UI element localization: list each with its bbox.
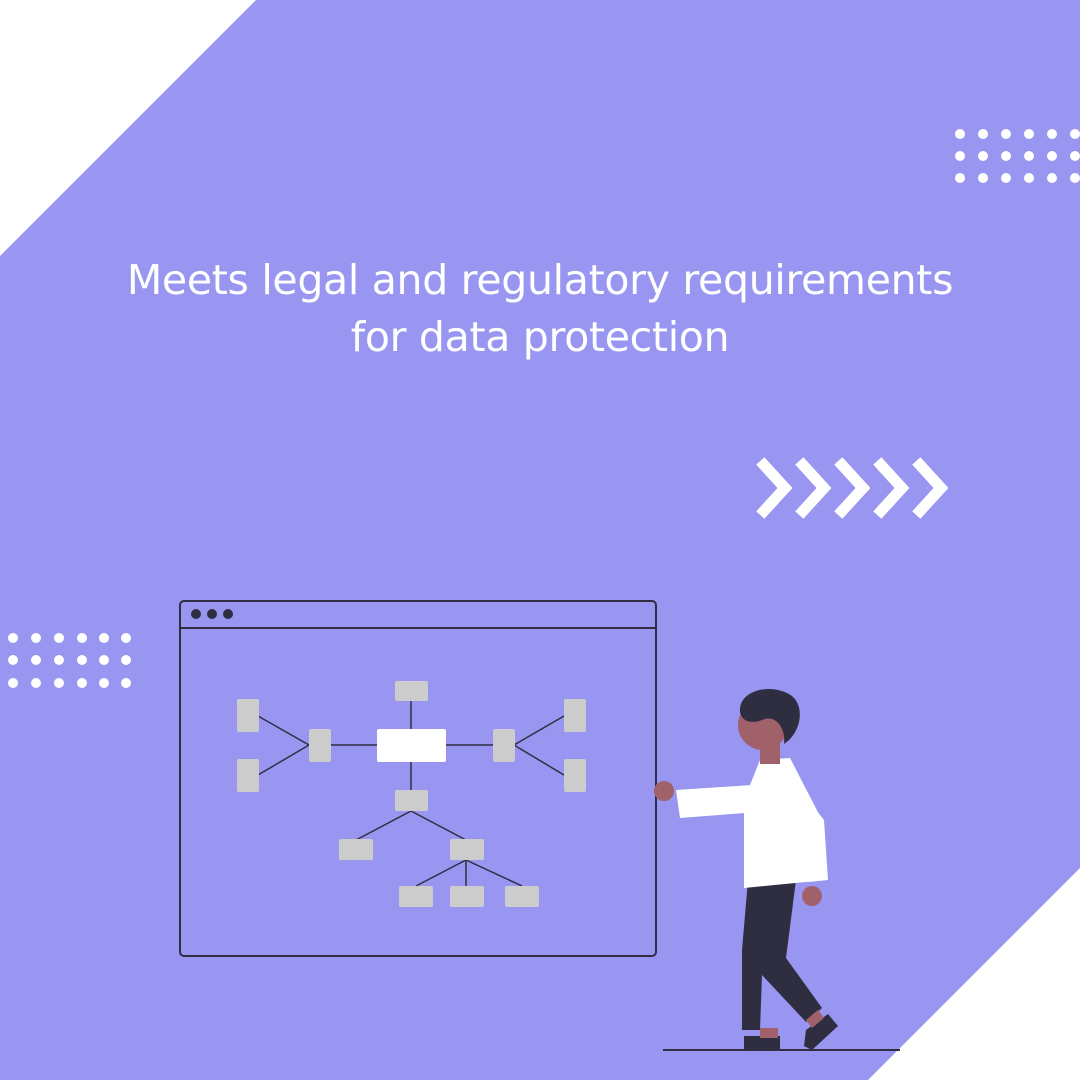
- headline-line-1: Meets legal and regulatory requirements: [126, 256, 954, 304]
- browser-window-icon: [179, 600, 657, 957]
- headline: Meets legal and regulatory requirements …: [60, 252, 1020, 366]
- chevron-right-icon: [756, 457, 949, 519]
- tree-diagram: [237, 681, 586, 907]
- headline-line-2: for data protection: [350, 313, 730, 361]
- person-pointing: [654, 689, 838, 1050]
- dot-grid-left: [8, 633, 131, 688]
- dot-grid-top-right: [955, 129, 1080, 183]
